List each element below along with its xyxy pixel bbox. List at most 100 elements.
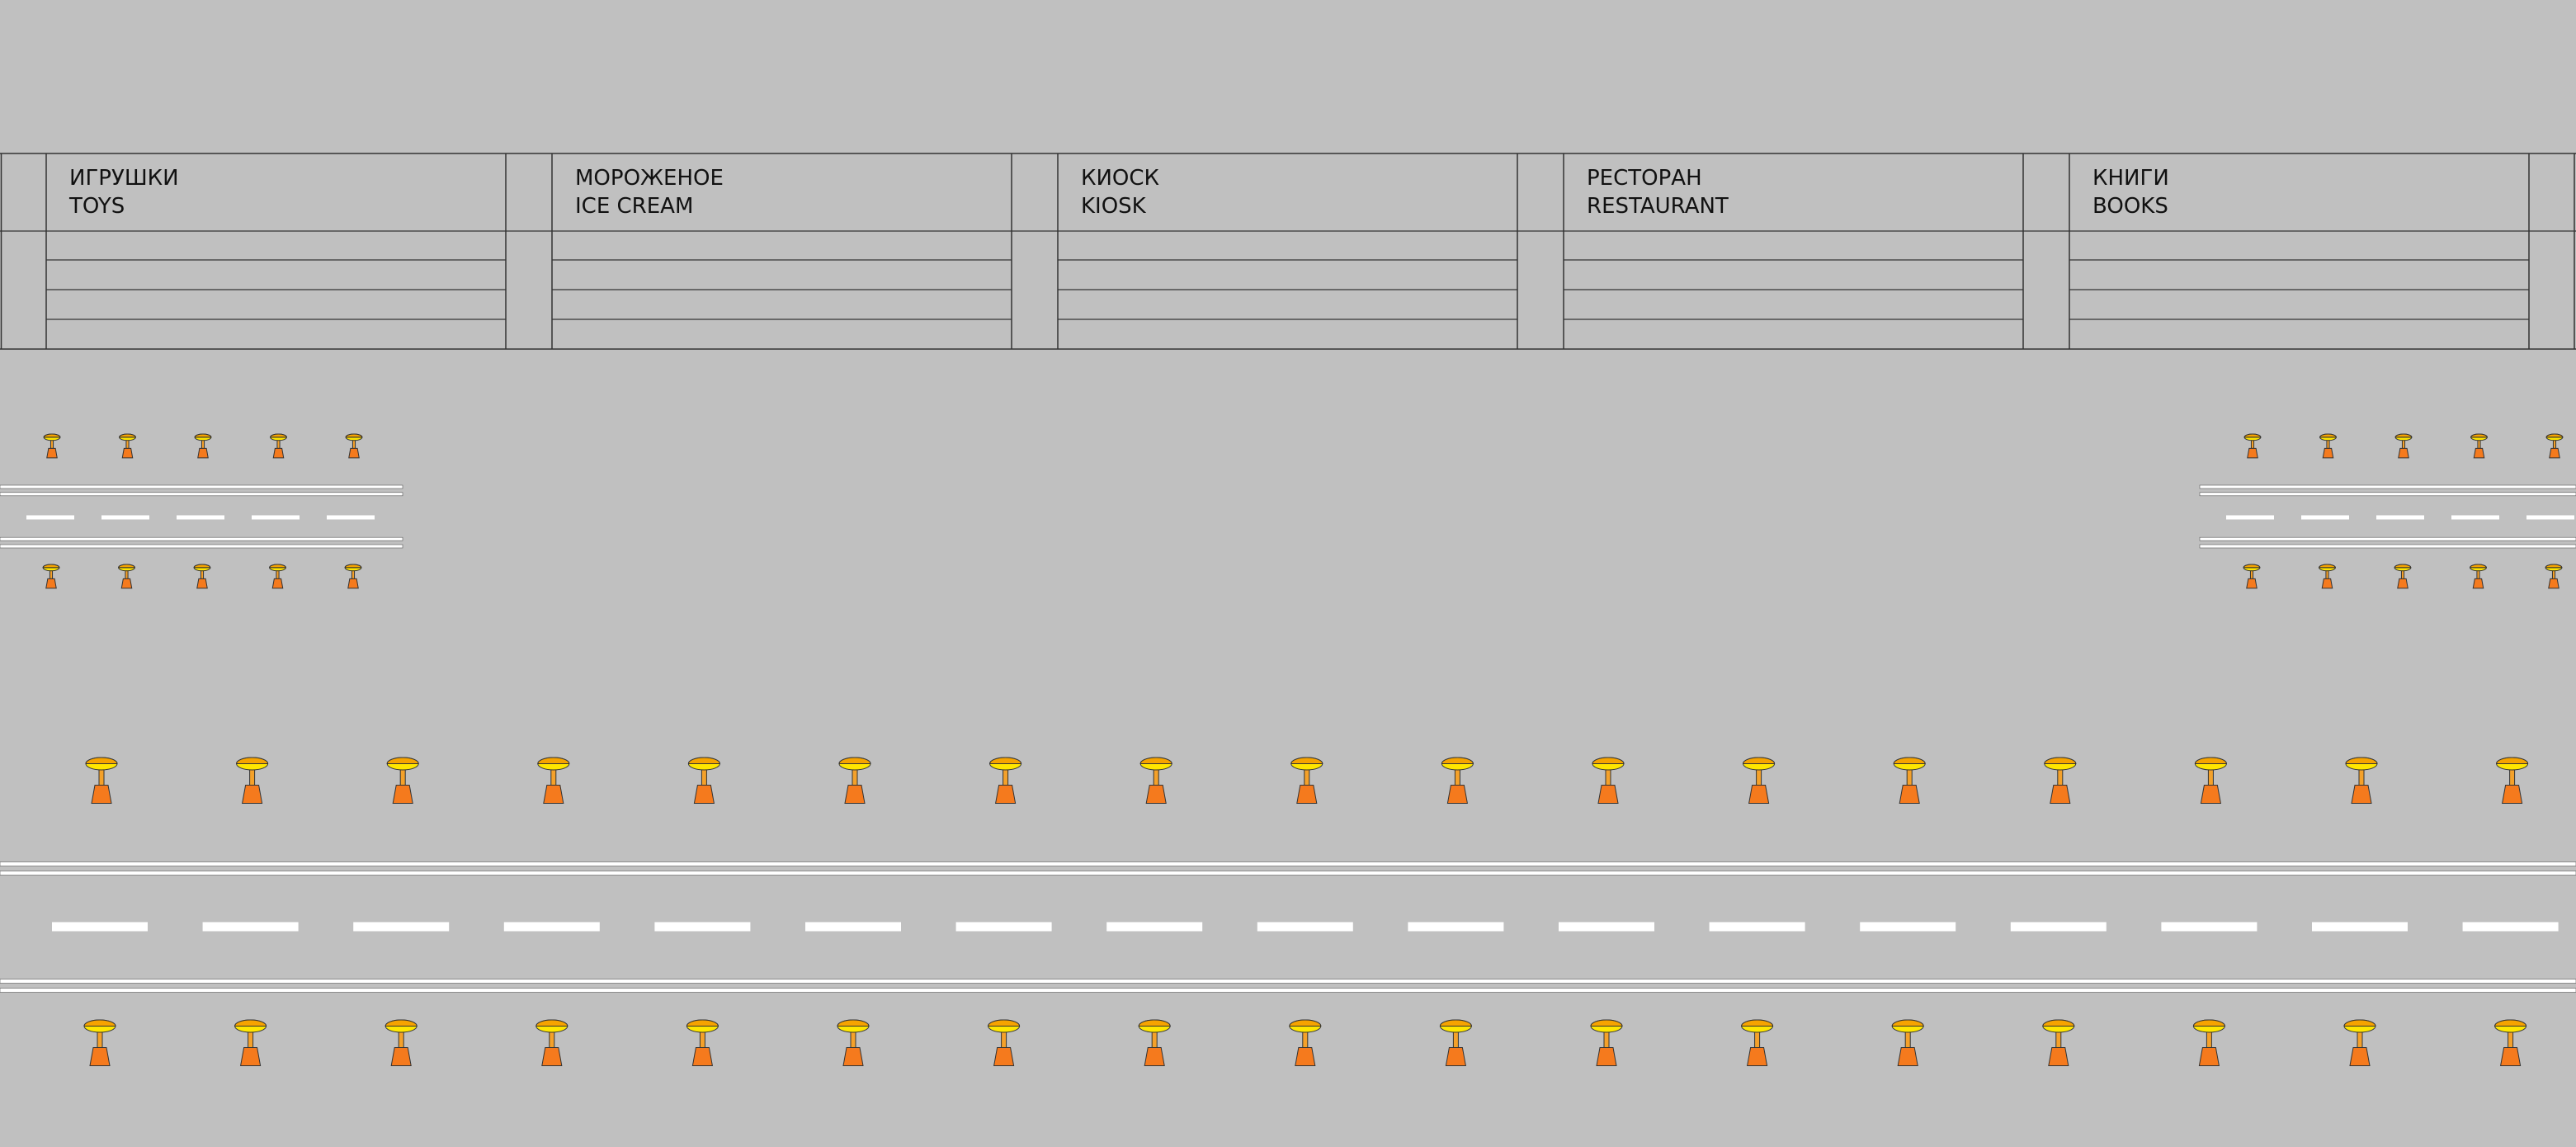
street-lamp-icon bbox=[687, 757, 720, 804]
street-lamp-icon bbox=[1441, 757, 1474, 804]
street-lamp-icon bbox=[118, 564, 135, 589]
street-lamp-icon bbox=[1290, 757, 1323, 804]
street-lamp-icon bbox=[837, 1019, 870, 1066]
street-lamp-icon bbox=[2496, 757, 2529, 804]
road-edge-line bbox=[0, 871, 2576, 876]
street-lamp-icon bbox=[385, 1019, 418, 1066]
road-edge-line bbox=[2199, 484, 2576, 489]
lane-dash bbox=[2376, 515, 2424, 520]
street-lamp-icon bbox=[2545, 564, 2563, 589]
road-edge-line bbox=[2199, 492, 2576, 497]
lane-dash bbox=[1709, 922, 1805, 932]
street-lamp-icon bbox=[386, 757, 419, 804]
lane-dash bbox=[2226, 515, 2274, 520]
street-lamp-icon bbox=[2192, 1019, 2225, 1066]
lane-dash bbox=[2462, 922, 2559, 932]
street-lamp-icon bbox=[2042, 1019, 2075, 1066]
lane-dash bbox=[654, 922, 751, 932]
road-edge-line bbox=[2199, 536, 2576, 541]
street-lamp-icon bbox=[42, 564, 60, 589]
road-edge-line bbox=[0, 536, 403, 541]
lane-dash bbox=[1257, 922, 1353, 932]
lane-dash bbox=[1408, 922, 1504, 932]
street-lamp-icon bbox=[1289, 1019, 1322, 1066]
street-lamp-icon bbox=[270, 433, 287, 459]
street-lamp-icon bbox=[344, 564, 362, 589]
street-lamp-icon bbox=[989, 757, 1022, 804]
street-lamp-icon bbox=[1439, 1019, 1472, 1066]
street-lamp-icon bbox=[2394, 433, 2413, 459]
street-lamp-icon bbox=[2545, 433, 2564, 459]
lane-dash bbox=[52, 922, 148, 932]
lane-dash bbox=[177, 515, 224, 520]
street-lamp-icon bbox=[2319, 564, 2336, 589]
street-lamps bbox=[42, 433, 2564, 1066]
main-road bbox=[0, 861, 2576, 993]
lane-dash bbox=[1106, 922, 1203, 932]
lane-dash bbox=[2312, 922, 2408, 932]
small-road-left bbox=[0, 484, 403, 549]
street-lamp-icon bbox=[345, 433, 363, 459]
lane-dash bbox=[327, 515, 375, 520]
road-edge-line bbox=[0, 979, 2576, 984]
street-lamp-icon bbox=[2394, 564, 2412, 589]
lane-dash bbox=[2161, 922, 2258, 932]
street-lamp-icon bbox=[234, 1019, 267, 1066]
street-lamp-icon bbox=[2243, 433, 2262, 459]
street-lamp-icon bbox=[1139, 757, 1172, 804]
lane-dash bbox=[2526, 515, 2574, 520]
road-edge-line bbox=[0, 544, 403, 549]
street-lamp-icon bbox=[537, 757, 570, 804]
street-lamp-icon bbox=[43, 433, 61, 459]
street-lamp-icon bbox=[2194, 757, 2227, 804]
street-lamp-icon bbox=[2494, 1019, 2527, 1066]
street-lamp-icon bbox=[2470, 433, 2488, 459]
street-lamp-icon bbox=[2044, 757, 2077, 804]
street-lamp-icon bbox=[2343, 1019, 2376, 1066]
shop-row bbox=[0, 153, 2576, 350]
lane-dash bbox=[1559, 922, 1654, 932]
street-lamp-icon bbox=[1893, 757, 1926, 804]
street-lamp-icon bbox=[1138, 1019, 1171, 1066]
lane-dash bbox=[955, 922, 1052, 932]
street-lamp-icon bbox=[1592, 757, 1625, 804]
street-lamp-icon bbox=[2345, 757, 2378, 804]
street-lamp-icon bbox=[269, 564, 286, 589]
street-lamp-icon bbox=[1743, 757, 1776, 804]
street-lamp-icon bbox=[1891, 1019, 1924, 1066]
lane-dash bbox=[503, 922, 600, 932]
lane-dash bbox=[2301, 515, 2349, 520]
lane-dash bbox=[353, 922, 450, 932]
lane-dash bbox=[26, 515, 74, 520]
street-lamp-icon bbox=[838, 757, 871, 804]
street-lamp-icon bbox=[236, 757, 269, 804]
lane-dash bbox=[2451, 515, 2499, 520]
lane-dash bbox=[805, 922, 901, 932]
street-lamp-icon bbox=[535, 1019, 569, 1066]
lane-dash bbox=[2010, 922, 2107, 932]
lane-dash bbox=[252, 515, 300, 520]
road-edge-line bbox=[2199, 544, 2576, 549]
street-lamp-icon bbox=[1741, 1019, 1774, 1066]
road-edge-line bbox=[0, 861, 2576, 866]
lane-dash bbox=[202, 922, 299, 932]
lane-dash bbox=[101, 515, 149, 520]
street-lamp-icon bbox=[2319, 433, 2337, 459]
lane-dash bbox=[1860, 922, 1956, 932]
street-lamp-icon bbox=[193, 564, 211, 589]
street-lamp-icon bbox=[83, 1019, 116, 1066]
street-lamp-icon bbox=[988, 1019, 1021, 1066]
road-edge-line bbox=[0, 988, 2576, 993]
street-lamp-icon bbox=[686, 1019, 719, 1066]
street-lamp-icon bbox=[1590, 1019, 1623, 1066]
street-lamp-icon bbox=[2470, 564, 2487, 589]
street-lamp-icon bbox=[119, 433, 136, 459]
road-edge-line bbox=[0, 484, 403, 489]
small-road-right bbox=[2199, 484, 2576, 549]
street-lamp-icon bbox=[194, 433, 212, 459]
road-edge-line bbox=[0, 492, 403, 497]
street-lamp-icon bbox=[2243, 564, 2261, 589]
street-lamp-icon bbox=[85, 757, 118, 804]
